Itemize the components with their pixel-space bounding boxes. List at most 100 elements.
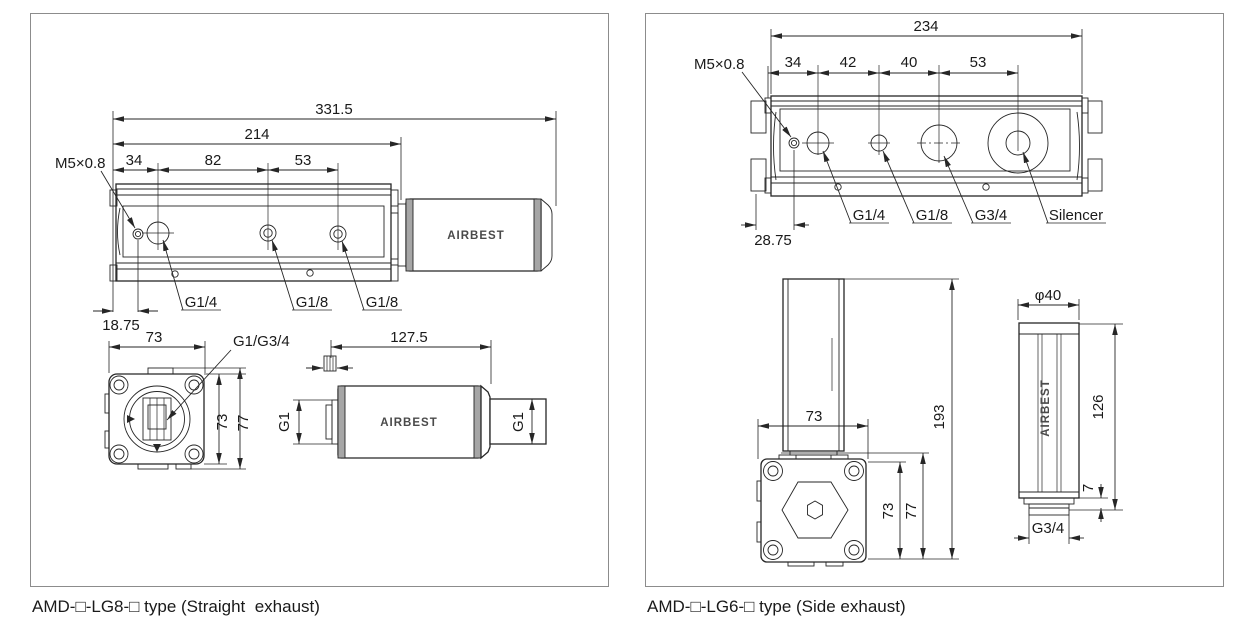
mount-tab (1087, 158, 1103, 192)
foot (825, 561, 844, 567)
dim-height-total: 193 (931, 404, 948, 429)
port-label-g14: G1/4 (185, 294, 218, 311)
thread-label-g1-left: G1 (276, 412, 293, 432)
m5-hole-inner (790, 139, 798, 147)
dim-seg1: 34 (126, 152, 143, 169)
silencer-adapter (390, 212, 399, 260)
dim-seg2: 42 (840, 54, 857, 71)
mount-tab (750, 100, 767, 134)
dim-seg3: 53 (295, 152, 312, 169)
end-clip (764, 177, 772, 194)
port-label-g18: G1/8 (296, 294, 329, 311)
silencer-detail-dimensions: φ40 126 7 G3/4 (1014, 287, 1123, 544)
caption-straight-exhaust: AMD-□-LG8-□ type (Straight exhaust) (32, 597, 320, 616)
dim-diameter: φ40 (1035, 287, 1061, 304)
m5-hole (788, 137, 800, 149)
silencer-end-cap (540, 198, 553, 272)
dim-front-height-total: 77 (235, 415, 252, 432)
dim-offset: 28.75 (754, 232, 792, 249)
silencer-band (405, 198, 414, 272)
port-label-g1g34: G1/G3/4 (233, 333, 290, 350)
thread-label-m5: M5×0.8 (55, 155, 105, 172)
outlet-shaft (489, 398, 547, 445)
end-clip (1081, 177, 1089, 194)
dim-height-with-plate: 77 (903, 503, 920, 520)
thread-port (1028, 503, 1070, 516)
thread-label-g34: G3/4 (1032, 520, 1065, 537)
flow-arrow (153, 444, 161, 452)
pump-body-outline (770, 95, 1083, 197)
side-tab (756, 521, 762, 543)
pump-top-dimensions: 331.5 214 34 82 53 M5×0.8 18.75 (55, 101, 557, 334)
mount-tab (750, 158, 767, 192)
dim-silencer-length: 127.5 (390, 329, 428, 346)
m5-hole (132, 228, 144, 240)
dim-lip: 7 (1080, 484, 1097, 492)
groove-hole (982, 183, 990, 191)
side-view-dimensions: 73 73 77 193 (757, 278, 959, 560)
silencer-side-view: AIRBEST (323, 355, 547, 460)
silencer-adapter (397, 203, 407, 267)
dim-seg1: 34 (785, 54, 802, 71)
groove-hole (306, 269, 314, 277)
port-label-g18: G1/8 (916, 207, 949, 224)
silencer-side-dimensions: 127.5 G1 G1 (274, 329, 535, 445)
brand-logo-text: AIRBEST (1040, 379, 1052, 436)
hex-boss (781, 481, 849, 539)
side-tab (104, 393, 110, 414)
port-label-g34: G3/4 (975, 207, 1008, 224)
top-boss (147, 367, 174, 375)
foot (787, 561, 815, 567)
brand-logo-text: AIRBEST (380, 417, 437, 429)
pump-top-dimensions: 234 34 42 40 53 M5×0.8 28.75 (694, 18, 1106, 249)
flow-arrow (127, 415, 135, 423)
dim-overall-length: 331.5 (315, 101, 353, 118)
panel-side-exhaust: 234 34 42 40 53 M5×0.8 28.75 (645, 13, 1224, 587)
dim-front-width: 73 (146, 329, 163, 346)
straight-exhaust-drawing: AIRBEST 331.5 (55, 101, 557, 470)
end-bore-arc (1076, 111, 1080, 181)
mount-tab (1087, 100, 1103, 134)
dim-body-width: 73 (806, 408, 823, 425)
silencer-band (473, 385, 482, 459)
dim-front-height-body: 73 (214, 414, 231, 431)
thread-step (325, 404, 333, 440)
dim-seg2: 82 (205, 152, 222, 169)
corner-screws (109, 375, 204, 464)
dim-silencer-length: 126 (1090, 394, 1107, 419)
silencer-band (337, 385, 346, 459)
silencer-detail-view: AIRBEST (1018, 322, 1080, 516)
vertical-silencer (782, 278, 845, 452)
panel-straight-exhaust: AIRBEST 331.5 (30, 13, 609, 587)
thread-label-g1-right: G1 (510, 412, 527, 432)
caption-side-exhaust: AMD-□-LG6-□ type (Side exhaust) (647, 597, 906, 616)
groove-hole (171, 270, 179, 278)
pump-front-view (104, 367, 205, 470)
dim-seg4: 53 (970, 54, 987, 71)
pump-top-view (750, 65, 1103, 197)
base-flange (1023, 497, 1075, 505)
pump-side-view (756, 278, 867, 567)
side-exhaust-drawing: 234 34 42 40 53 M5×0.8 28.75 (694, 18, 1123, 567)
dim-overall-length: 234 (913, 18, 938, 35)
silencer-cap (480, 384, 491, 460)
dim-seg3: 40 (901, 54, 918, 71)
corner-screws (763, 461, 864, 560)
silencer-cylinder (1018, 322, 1080, 499)
thread-bore-inner (147, 404, 167, 430)
side-tab (756, 480, 762, 502)
pump-body-outline (115, 183, 392, 282)
dim-body-length: 214 (244, 126, 269, 143)
end-bore-arc (773, 111, 777, 181)
end-clip (1081, 97, 1089, 114)
thread-step (331, 399, 339, 445)
foot (175, 463, 192, 470)
pump-face (779, 108, 1071, 172)
dim-offset: 18.75 (102, 317, 140, 334)
pump-face (122, 205, 385, 258)
end-clip (390, 264, 399, 282)
port-label-g14: G1/4 (853, 207, 886, 224)
end-clip (109, 264, 118, 282)
end-clip (390, 189, 399, 207)
dim-height-body: 73 (880, 503, 897, 520)
